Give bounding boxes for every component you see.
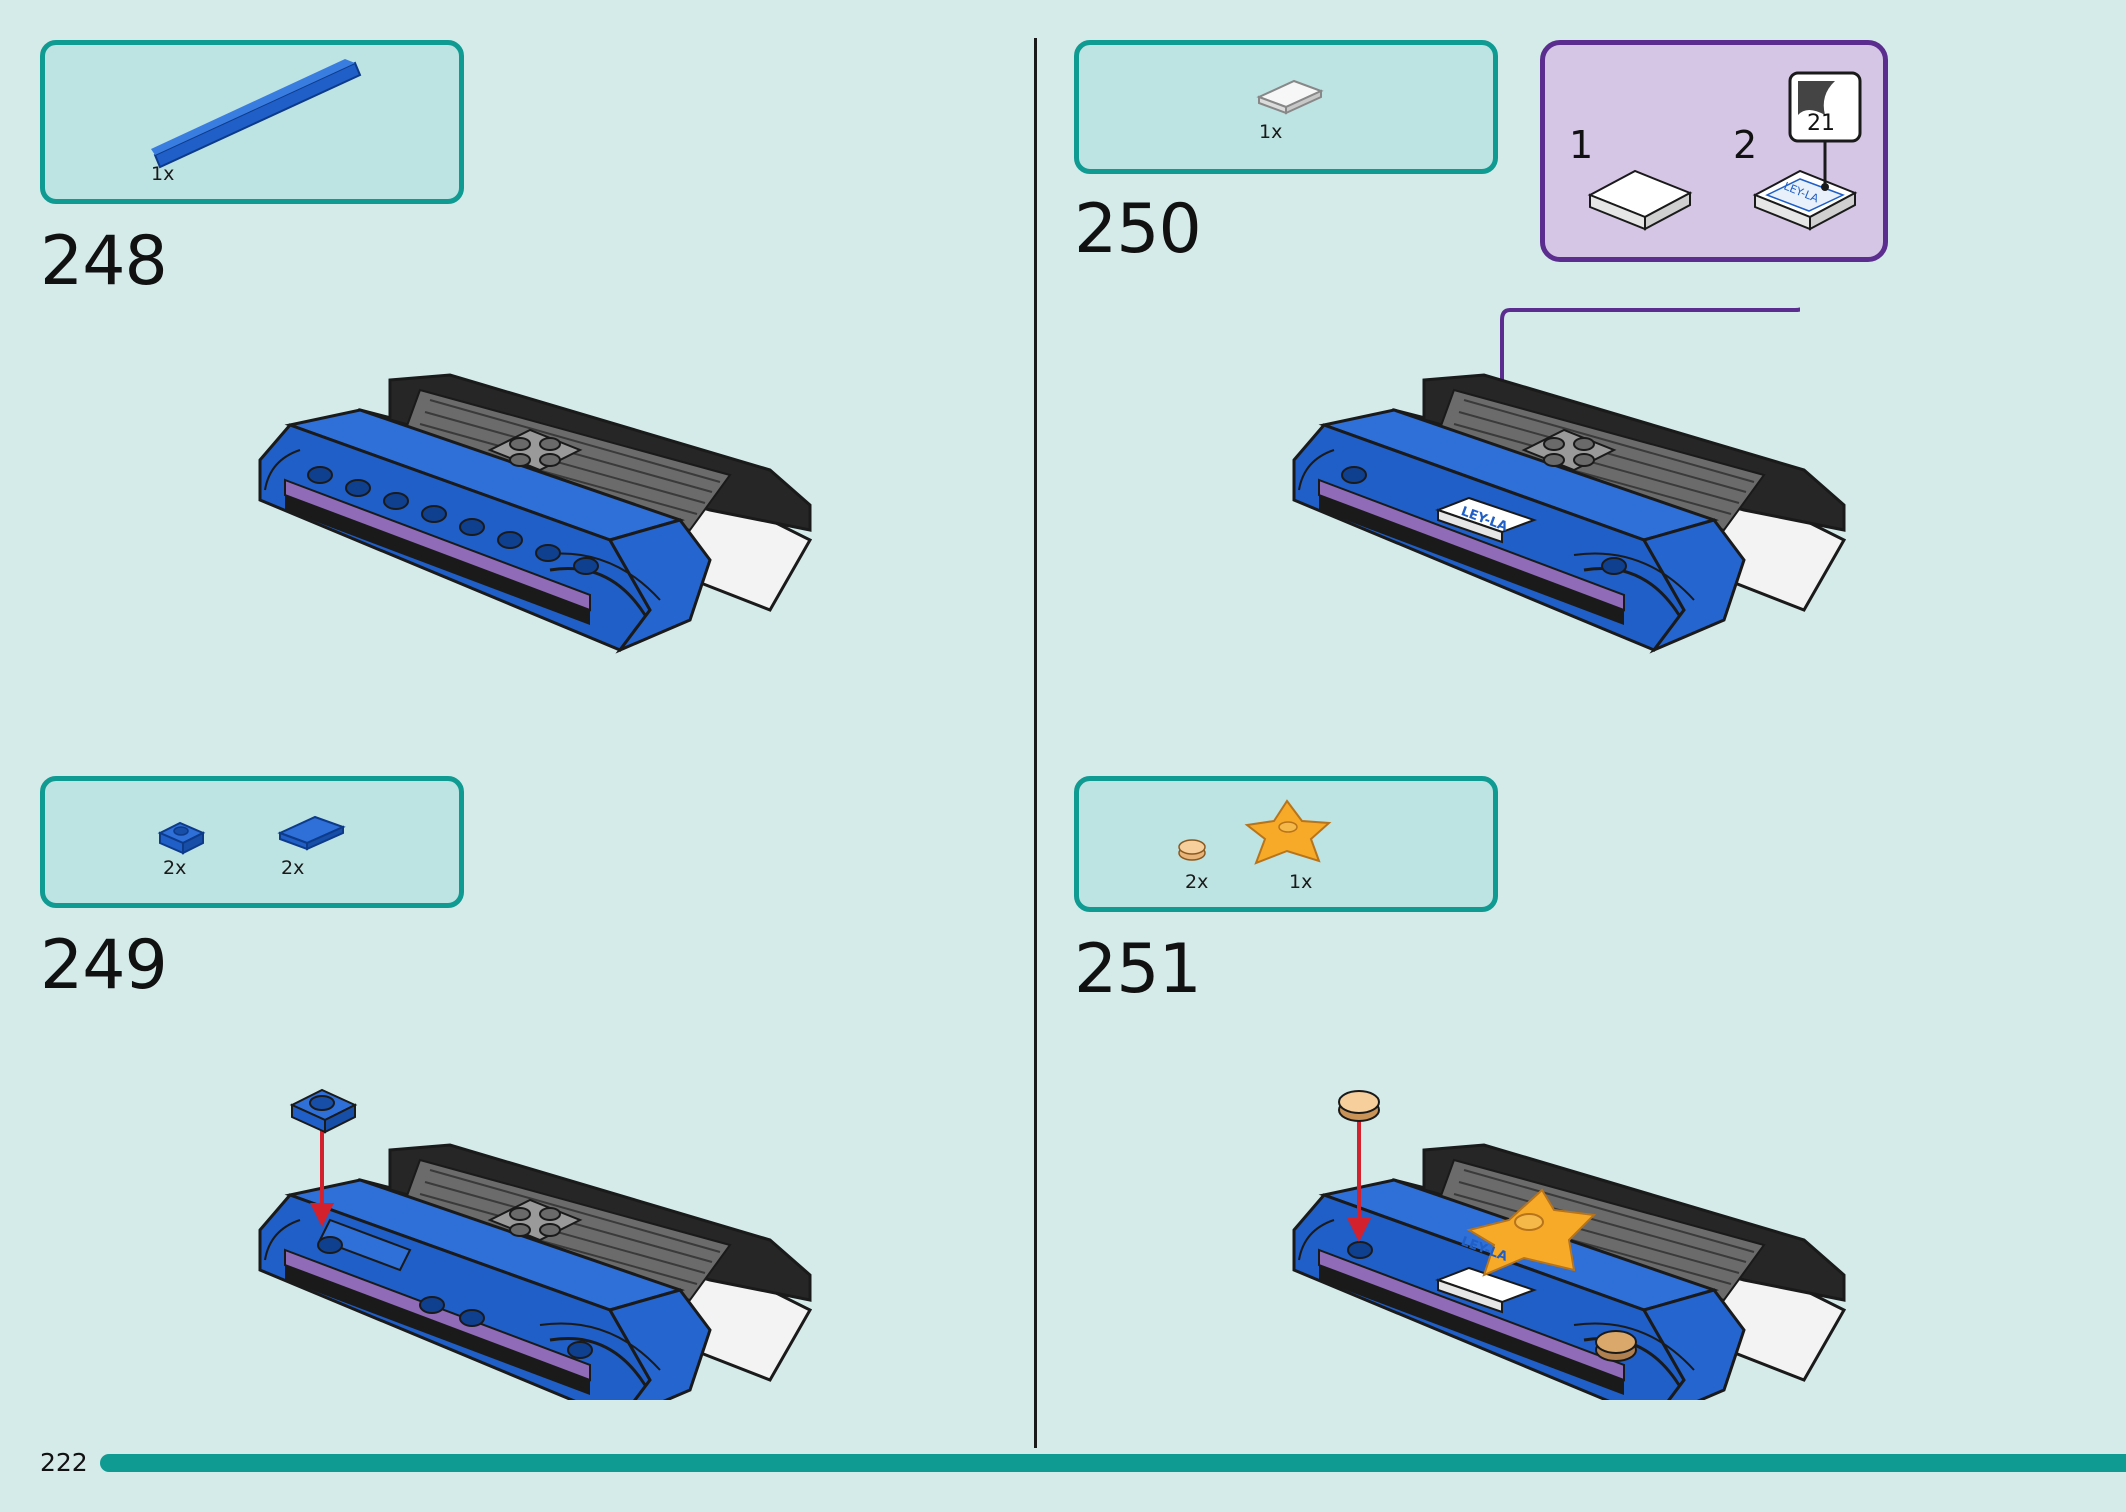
- tan-round-tile-falling: [1338, 1090, 1380, 1122]
- license-plate-tile: [1435, 496, 1537, 544]
- model-step-250: [1292, 373, 1846, 652]
- part-qty: 1x: [151, 163, 175, 185]
- page-number: 222: [40, 1448, 88, 1477]
- part-qty: 2x: [163, 857, 187, 879]
- sub-step-1: 1: [1569, 123, 1594, 167]
- page-divider: [1034, 38, 1037, 1448]
- part-blue-plate-and-tile-icon: [157, 815, 346, 855]
- sub-assembly-callout: 1 2 21 LEY-LA: [1540, 40, 1888, 262]
- parts-box-250: 1x: [1074, 40, 1498, 174]
- model-step-251: [1292, 1090, 1846, 1400]
- part-qty: 2x: [281, 857, 305, 879]
- parts-box-249: 2x 2x: [40, 776, 464, 908]
- progress-bar: [100, 1454, 2126, 1472]
- part-qty: 2x: [1185, 871, 1209, 893]
- step-number-250: 250: [1074, 190, 1202, 269]
- callout-illustration: [1587, 71, 1862, 231]
- parts-box-248: 1x: [40, 40, 464, 204]
- license-plate-tile: [1435, 1266, 1537, 1314]
- part-qty: 1x: [1289, 871, 1313, 893]
- step-number-248: 248: [40, 222, 168, 301]
- model-step-249: [258, 1088, 812, 1400]
- blue-plate-falling: [289, 1088, 358, 1134]
- step-number-249: 249: [40, 926, 168, 1005]
- part-blue-long-tile-icon: [151, 59, 362, 169]
- part-qty: 1x: [1259, 121, 1283, 143]
- part-tan-tile-and-star-icon: [1178, 799, 1332, 865]
- model-step-248: [258, 373, 812, 652]
- step-number-251: 251: [1074, 930, 1202, 1009]
- parts-box-251: 2x 1x: [1074, 776, 1498, 912]
- part-white-tile-icon: [1256, 79, 1324, 115]
- sub-step-2: 2: [1733, 123, 1758, 167]
- tan-round-tile: [1595, 1330, 1637, 1362]
- orange-star: [1466, 1188, 1597, 1277]
- sticker-sheet-number: 21: [1807, 111, 1835, 136]
